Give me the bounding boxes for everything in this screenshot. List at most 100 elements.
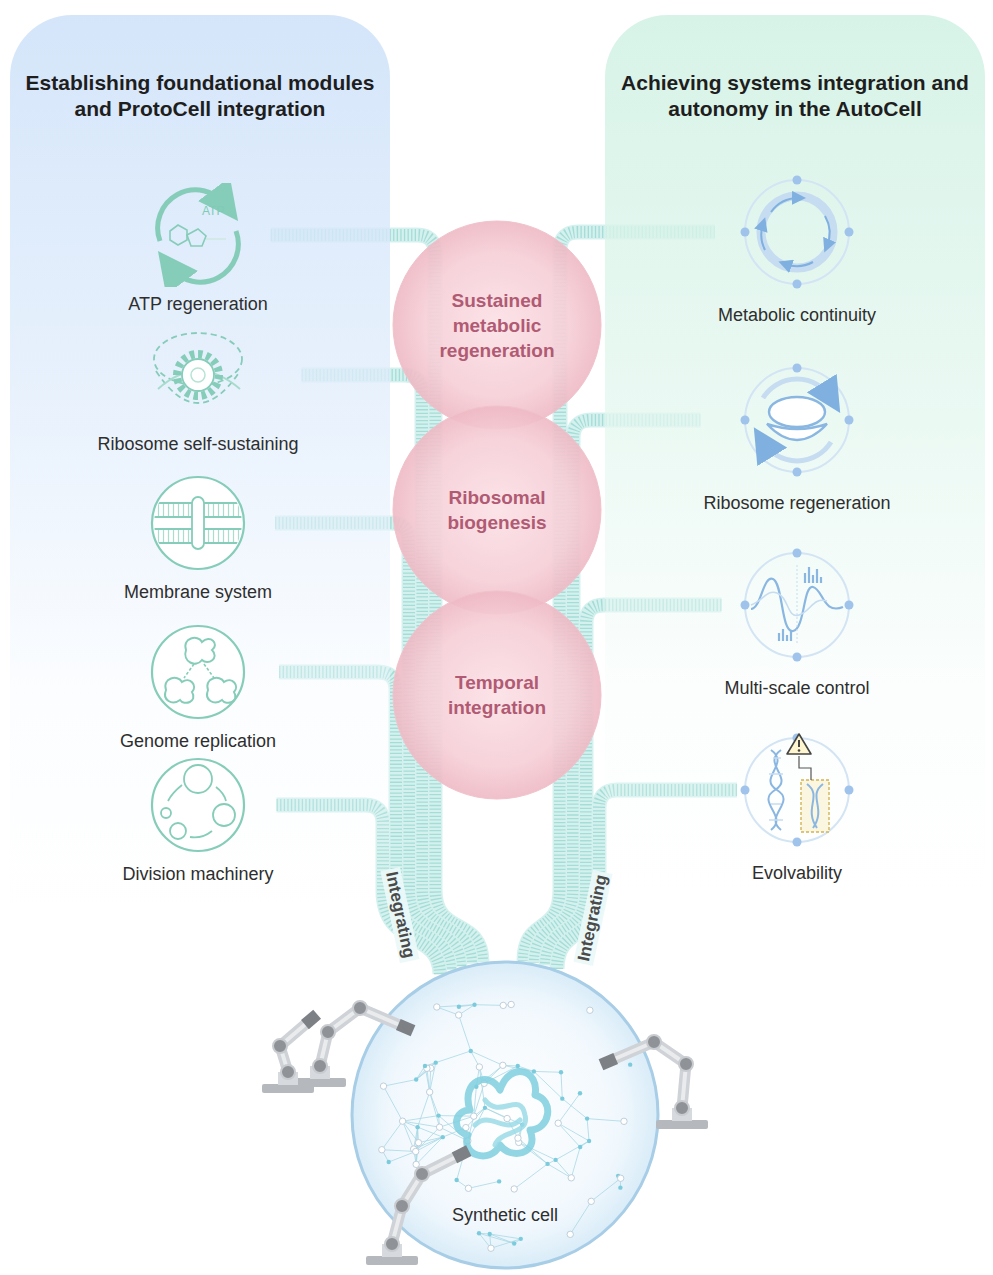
icon-text: ATP xyxy=(202,205,224,218)
module-node: Membrane system xyxy=(121,471,275,603)
network-node xyxy=(414,1077,418,1081)
network-line xyxy=(419,1137,443,1143)
vesicle xyxy=(568,1175,574,1181)
arm-joint xyxy=(273,1039,287,1053)
vesicle xyxy=(508,1001,514,1007)
network-node xyxy=(628,1062,632,1066)
protein-blob xyxy=(456,1071,547,1155)
synthetic-cell: Synthetic cell xyxy=(350,960,660,1270)
network-line xyxy=(416,1137,443,1151)
arm-joint xyxy=(679,1057,693,1071)
network-node xyxy=(519,1237,523,1241)
robot-arm xyxy=(294,1001,415,1087)
arm-tool xyxy=(396,1019,415,1036)
stage-circle: Sustained metabolic regeneration xyxy=(392,220,602,430)
network-line xyxy=(534,1071,561,1073)
module-icon xyxy=(146,753,250,857)
vesicle xyxy=(617,1175,623,1181)
module-node: Evolvability xyxy=(737,730,857,884)
module-icon xyxy=(737,730,857,850)
network-node xyxy=(559,1070,563,1074)
module-node: Ribosome regeneration xyxy=(700,360,893,514)
network-node xyxy=(454,1178,458,1182)
icon-frame xyxy=(737,730,857,850)
network-line xyxy=(382,1121,403,1150)
protein-blob xyxy=(475,1120,520,1125)
robot-arm xyxy=(599,1035,708,1129)
network-line xyxy=(561,1072,562,1098)
icon-frame xyxy=(146,620,250,724)
arm-joint xyxy=(647,1035,661,1049)
module-node: Multi-scale control xyxy=(721,545,872,699)
stage-circle-shape xyxy=(392,590,602,800)
vesicle xyxy=(511,1186,517,1192)
module-icon xyxy=(146,471,250,575)
arm-tool xyxy=(301,1010,321,1030)
vesicle xyxy=(413,1148,419,1154)
arm-tool xyxy=(599,1053,618,1070)
network-node xyxy=(477,1231,481,1235)
network-line xyxy=(430,1092,440,1127)
network-line xyxy=(556,1141,589,1160)
panel-heading: Establishing foundational modules and Pr… xyxy=(10,70,390,122)
vesicle xyxy=(504,1115,510,1121)
vesicle xyxy=(588,1198,594,1204)
network-line xyxy=(475,1004,504,1006)
network-node xyxy=(497,1179,501,1183)
module-node: ATP ATP regeneration xyxy=(125,183,270,315)
vesicle xyxy=(465,1185,471,1191)
vesicle xyxy=(415,1139,421,1145)
network-node xyxy=(434,1060,438,1064)
network-line xyxy=(587,1119,589,1141)
arm-joint xyxy=(675,1101,689,1115)
arm-joint xyxy=(353,1001,367,1015)
network-line xyxy=(548,1164,572,1178)
network-line xyxy=(384,1086,403,1121)
vesicle xyxy=(621,1118,627,1124)
stage-circle: Ribosomal biogenesis xyxy=(392,405,602,615)
network-line xyxy=(514,1164,547,1189)
network-line xyxy=(418,1092,430,1127)
vesicle xyxy=(380,1083,386,1089)
vesicle xyxy=(413,1161,419,1167)
icon-frame xyxy=(737,172,857,292)
network-node xyxy=(578,1145,582,1149)
arm-joint xyxy=(313,1059,327,1073)
cell-label: Synthetic cell xyxy=(452,1204,558,1226)
icon-frame xyxy=(737,545,857,665)
module-label: ATP regeneration xyxy=(125,293,270,315)
network-line xyxy=(459,1015,471,1051)
network-line xyxy=(558,1093,580,1123)
module-node: Metabolic continuity xyxy=(715,172,879,326)
network-node xyxy=(587,1139,591,1143)
module-node: Ribosome self-sustaining xyxy=(94,323,301,455)
module-node: Genome replication xyxy=(117,620,279,752)
vesicle xyxy=(434,1004,440,1010)
vesicle xyxy=(555,1120,561,1126)
network-node xyxy=(512,1241,516,1245)
stage-circle: Temporal integration xyxy=(392,590,602,800)
network-line xyxy=(384,1080,417,1087)
network-line xyxy=(562,1099,587,1119)
network-node xyxy=(560,1096,564,1100)
network-node xyxy=(469,1049,473,1053)
network-node xyxy=(387,1160,391,1164)
network-node xyxy=(472,1003,476,1007)
vesicle xyxy=(515,1135,521,1141)
network-line xyxy=(571,1147,580,1178)
arm-joint xyxy=(281,1065,295,1079)
vesicle xyxy=(488,1245,494,1251)
vesicle xyxy=(476,1064,482,1070)
network-line xyxy=(591,1178,620,1201)
network-line xyxy=(558,1123,589,1141)
network-node xyxy=(553,1158,557,1162)
vesicle xyxy=(500,1002,506,1008)
module-icon xyxy=(146,620,250,724)
stage-name: Sustained metabolic regeneration xyxy=(427,288,567,363)
network-node xyxy=(578,1091,582,1095)
module-label: Division machinery xyxy=(119,863,276,885)
network-node xyxy=(516,1064,520,1068)
network-node xyxy=(436,1113,440,1117)
network-line xyxy=(416,1127,440,1151)
